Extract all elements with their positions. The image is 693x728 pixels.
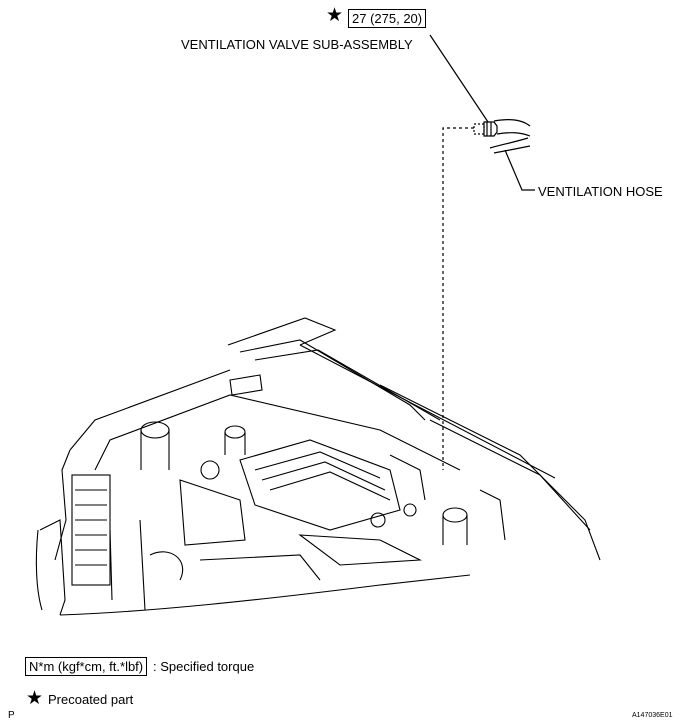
star-icon: ★ bbox=[26, 688, 44, 709]
install-location-line bbox=[442, 127, 474, 470]
torque-legend-box: N*m (kgf*cm, ft.*lbf) bbox=[25, 657, 148, 676]
torque-value-box: 27 (275, 20) bbox=[348, 9, 427, 28]
page-marker: P bbox=[8, 710, 15, 721]
valve-leader-line bbox=[429, 34, 489, 123]
star-icon: ★ bbox=[326, 5, 344, 26]
hose-leader-line bbox=[504, 149, 535, 191]
figure-id: A147036E01 bbox=[632, 712, 673, 719]
ventilation-hose-label: VENTILATION HOSE bbox=[538, 184, 663, 199]
torque-legend-description: : Specified torque bbox=[153, 659, 255, 674]
vehicle-front bbox=[35, 317, 601, 616]
precoated-legend-description: Precoated part bbox=[48, 692, 134, 707]
ventilation-valve-label: VENTILATION VALVE SUB-ASSEMBLY bbox=[181, 37, 413, 52]
ventilation-hose-part bbox=[489, 118, 531, 154]
ventilation-valve-part bbox=[473, 121, 498, 137]
